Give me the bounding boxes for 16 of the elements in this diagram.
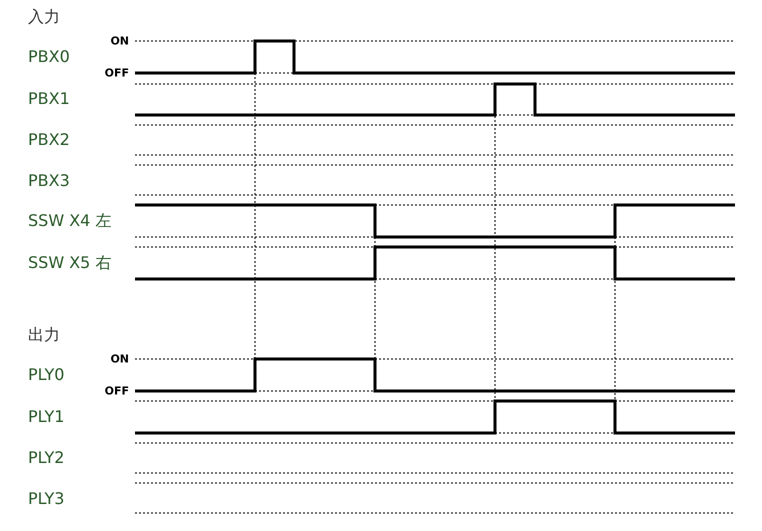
section-heading: 出力 — [28, 327, 60, 343]
level-label: ON — [110, 354, 129, 364]
signal-name: PBX2 — [28, 132, 70, 148]
signal-name: PLY0 — [28, 367, 64, 383]
signal-name: PBX3 — [28, 173, 70, 189]
signal-name: PBX1 — [28, 91, 70, 107]
level-label: ON — [110, 36, 129, 46]
signal-name: PLY1 — [28, 409, 64, 425]
signal-name: PLY3 — [28, 491, 64, 507]
signal-name: PLY2 — [28, 450, 64, 466]
signal-name: SSW X5 右 — [28, 255, 112, 271]
level-label: OFF — [104, 386, 129, 396]
signal-name: PBX0 — [28, 49, 70, 65]
signal-name: SSW X4 左 — [28, 213, 112, 229]
level-label: OFF — [104, 68, 129, 78]
section-heading: 入力 — [28, 9, 60, 25]
